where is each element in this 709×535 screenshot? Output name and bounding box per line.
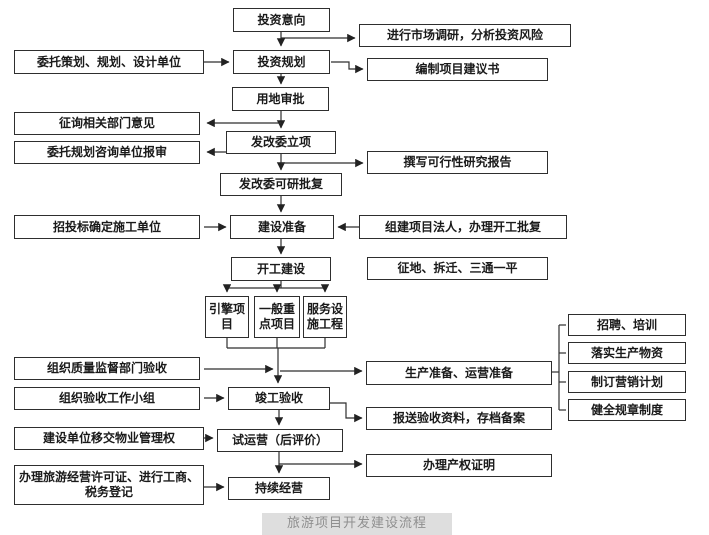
node-project-proposal: 编制项目建议书 [367,58,548,81]
node-recruitment-training: 招聘、培训 [568,314,686,336]
node-handover-property-management: 建设单位移交物业管理权 [14,427,204,450]
node-construction-preparation: 建设准备 [230,215,334,239]
node-general-key-project: 一般重点项目 [254,296,300,338]
node-tourism-license-registration: 办理旅游经营许可证、进行工商、税务登记 [14,465,204,505]
node-entrust-consulting-review: 委托规划咨询单位报审 [14,141,200,164]
node-completion-acceptance: 竣工验收 [228,387,330,410]
node-land-use-approval: 用地审批 [232,87,329,111]
node-ndrc-feasibility-approval: 发改委可研批复 [220,173,342,196]
node-production-materials: 落实生产物资 [568,342,686,364]
node-quality-supervision-acceptance: 组织质量监督部门验收 [14,357,200,380]
node-engine-project: 引擎项目 [205,296,249,338]
node-land-acquisition: 征地、拆迁、三通一平 [367,257,548,280]
node-property-certificate: 办理产权证明 [366,454,552,477]
diagram-caption: 旅游项目开发建设流程 [262,513,452,535]
node-rules-regulations: 健全规章制度 [568,399,686,421]
node-service-facility-works: 服务设施工程 [303,296,347,338]
node-bidding-contractor: 招投标确定施工单位 [14,215,200,239]
node-marketing-plan: 制订营销计划 [568,371,686,393]
node-continuous-operation: 持续经营 [228,477,330,500]
node-construction-start: 开工建设 [231,257,331,281]
node-production-operation-prep: 生产准备、运营准备 [366,361,552,385]
node-market-research: 进行市场调研，分析投资风险 [359,24,571,47]
node-consult-departments: 征询相关部门意见 [14,112,200,135]
node-acceptance-archive: 报送验收资料，存档备案 [366,407,552,430]
node-ndrc-project-approval: 发改委立项 [226,131,336,154]
node-feasibility-report: 撰写可行性研究报告 [367,151,548,174]
node-investment-intention: 投资意向 [233,8,330,32]
node-acceptance-working-group: 组织验收工作小组 [14,387,200,410]
node-trial-operation: 试运营（后评价） [217,429,343,452]
node-investment-planning: 投资规划 [233,50,330,74]
node-entrust-design-units: 委托策划、规划、设计单位 [14,50,204,74]
node-project-legal-person: 组建项目法人，办理开工批复 [359,215,567,239]
